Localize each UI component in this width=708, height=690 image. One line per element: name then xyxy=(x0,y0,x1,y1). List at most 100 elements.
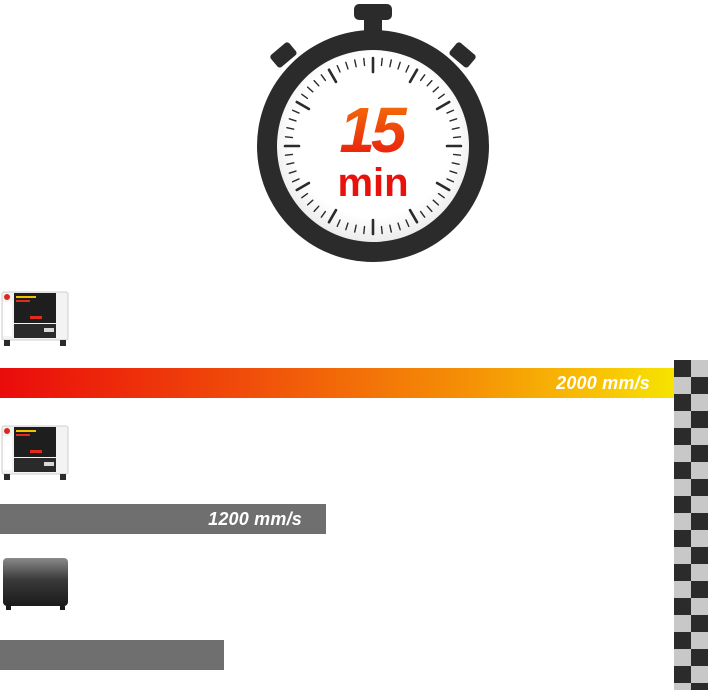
timer-unit: min xyxy=(337,161,408,205)
stopwatch-minor-tick xyxy=(397,222,401,231)
checkered-flag-icon xyxy=(674,360,708,690)
speed-bar-label: 2000 mm/s xyxy=(556,372,650,393)
stopwatch-minor-tick xyxy=(313,79,320,87)
stopwatch-minor-tick xyxy=(301,93,309,100)
stopwatch-minor-tick xyxy=(380,57,383,67)
checker-square xyxy=(674,428,691,445)
checker-square xyxy=(674,581,691,598)
stopwatch-minor-tick xyxy=(284,136,294,139)
checker-square xyxy=(691,360,708,377)
stopwatch-minor-tick xyxy=(286,162,295,165)
stopwatch-major-tick xyxy=(327,68,338,84)
stopwatch-minor-tick xyxy=(419,74,426,82)
stopwatch-minor-tick xyxy=(446,178,455,183)
checker-square xyxy=(674,666,691,683)
stopwatch-minor-tick xyxy=(452,136,462,139)
stopwatch-major-tick xyxy=(408,68,419,84)
checker-square xyxy=(674,411,691,428)
checker-square xyxy=(691,598,708,615)
checker-square xyxy=(691,394,708,411)
stopwatch-minor-tick xyxy=(313,205,320,213)
stopwatch-minor-tick xyxy=(437,93,445,100)
checker-square xyxy=(674,547,691,564)
stopwatch-minor-tick xyxy=(354,224,357,233)
checker-square xyxy=(691,530,708,547)
checker-square xyxy=(674,564,691,581)
checker-square xyxy=(691,377,708,394)
stopwatch-minor-tick xyxy=(286,127,295,130)
stopwatch-minor-tick xyxy=(449,170,458,174)
checker-square xyxy=(674,632,691,649)
stopwatch-minor-tick xyxy=(426,79,433,87)
speed-bar-label: 1200 mm/s xyxy=(208,508,302,529)
stopwatch-minor-tick xyxy=(345,222,349,231)
generic-machine-image xyxy=(3,558,68,610)
stopwatch-minor-tick xyxy=(336,219,341,228)
stopwatch-minor-tick xyxy=(419,210,426,218)
checker-square xyxy=(691,479,708,496)
checker-square xyxy=(674,649,691,666)
stopwatch-minor-tick xyxy=(306,199,314,206)
stopwatch-minor-tick xyxy=(451,162,460,165)
stopwatch-minor-tick xyxy=(320,210,327,218)
stopwatch-minor-tick xyxy=(354,59,357,68)
stopwatch-minor-tick xyxy=(284,153,294,156)
checker-square xyxy=(674,496,691,513)
stopwatch-minor-tick xyxy=(288,170,297,174)
stopwatch-minor-tick xyxy=(449,118,458,122)
checker-square xyxy=(691,547,708,564)
timer-number: 15 xyxy=(339,94,408,166)
stopwatch-minor-tick xyxy=(306,86,314,93)
checker-square xyxy=(691,513,708,530)
checker-square xyxy=(674,377,691,394)
checker-square xyxy=(691,649,708,666)
checker-square xyxy=(691,462,708,479)
stopwatch-major-tick xyxy=(435,181,451,192)
stopwatch-icon: 15 min xyxy=(257,4,489,262)
stopwatch-minor-tick xyxy=(426,205,433,213)
checker-square xyxy=(691,428,708,445)
stopwatch-minor-tick xyxy=(397,61,401,70)
stopwatch-minor-tick xyxy=(363,225,366,235)
stopwatch-minor-tick xyxy=(432,199,440,206)
checker-square xyxy=(674,360,691,377)
checker-square xyxy=(674,683,691,690)
laser-machine-image xyxy=(1,291,69,346)
stopwatch-minor-tick xyxy=(405,219,410,228)
checker-square xyxy=(674,462,691,479)
stopwatch-minor-tick xyxy=(405,64,410,73)
stopwatch-minor-tick xyxy=(452,153,462,156)
stopwatch-major-tick xyxy=(408,208,419,224)
checker-square xyxy=(674,530,691,547)
stopwatch-minor-tick xyxy=(432,86,440,93)
stopwatch-major-tick xyxy=(295,181,311,192)
stopwatch-minor-tick xyxy=(345,61,349,70)
stopwatch-minor-tick xyxy=(451,127,460,130)
checker-square xyxy=(691,411,708,428)
laser-machine-image xyxy=(1,425,69,480)
speed-bar-2000: 2000 mm/s xyxy=(0,368,674,398)
stopwatch-minor-tick xyxy=(288,118,297,122)
stopwatch-minor-tick xyxy=(380,225,383,235)
stopwatch-major-tick xyxy=(435,100,451,111)
speed-bar-unlabeled xyxy=(0,640,224,670)
stopwatch-minor-tick xyxy=(437,192,445,199)
stopwatch-minor-tick xyxy=(291,109,300,114)
checker-square xyxy=(691,615,708,632)
checker-square xyxy=(691,445,708,462)
stopwatch-major-tick xyxy=(327,208,338,224)
stopwatch-minor-tick xyxy=(320,74,327,82)
checker-square xyxy=(674,598,691,615)
stopwatch-minor-tick xyxy=(301,192,309,199)
checker-square xyxy=(691,666,708,683)
checker-square xyxy=(691,683,708,690)
stopwatch-minor-tick xyxy=(446,109,455,114)
checker-square xyxy=(674,479,691,496)
checker-square xyxy=(691,564,708,581)
stopwatch-major-tick xyxy=(295,100,311,111)
stopwatch-minor-tick xyxy=(389,224,392,233)
checker-square xyxy=(674,445,691,462)
checker-square xyxy=(691,496,708,513)
stopwatch-minor-tick xyxy=(363,57,366,67)
